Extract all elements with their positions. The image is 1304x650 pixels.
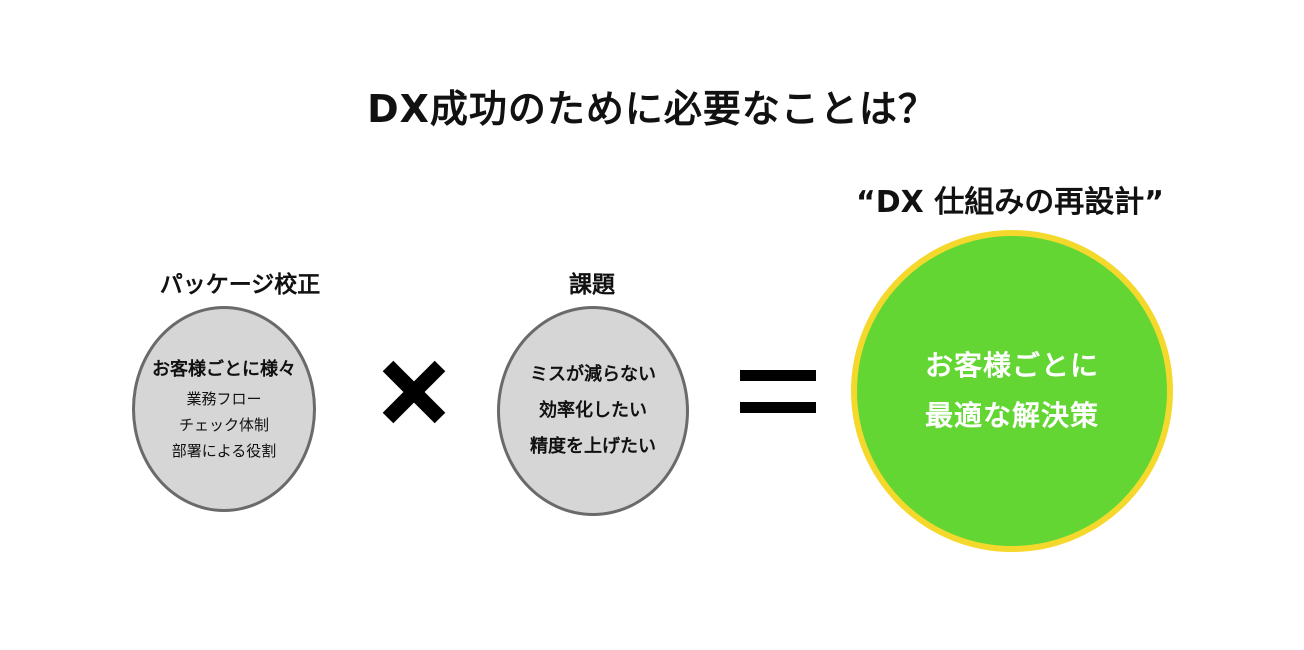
left-label: パッケージ校正 bbox=[159, 272, 321, 298]
middle-line-1: ミスが減らない bbox=[530, 364, 656, 385]
multiply-icon bbox=[382, 360, 446, 424]
left-line-check: チェック体制 bbox=[178, 416, 269, 434]
result-circle: お客様ごとに 最適な解決策 bbox=[851, 230, 1173, 552]
middle-label: 課題 bbox=[569, 272, 615, 298]
right-label: “DX 仕組みの再設計” bbox=[856, 185, 1164, 220]
left-circle: お客様ごとに様々 業務フロー チェック体制 部署による役割 bbox=[132, 306, 316, 512]
middle-line-3: 精度を上げたい bbox=[530, 436, 656, 457]
page-title: DX成功のために必要なことは？ bbox=[367, 87, 937, 131]
left-line-main: お客様ごとに様々 bbox=[152, 359, 296, 380]
middle-circle: ミスが減らない 効率化したい 精度を上げたい bbox=[497, 306, 689, 516]
result-line-1: お客様ごとに bbox=[924, 349, 1099, 382]
equals-icon bbox=[740, 370, 816, 413]
left-line-workflow: 業務フロー bbox=[186, 390, 262, 408]
result-line-2: 最適な解決策 bbox=[924, 399, 1099, 432]
left-line-roles: 部署による役割 bbox=[171, 442, 277, 460]
middle-line-2: 効率化したい bbox=[539, 400, 647, 421]
